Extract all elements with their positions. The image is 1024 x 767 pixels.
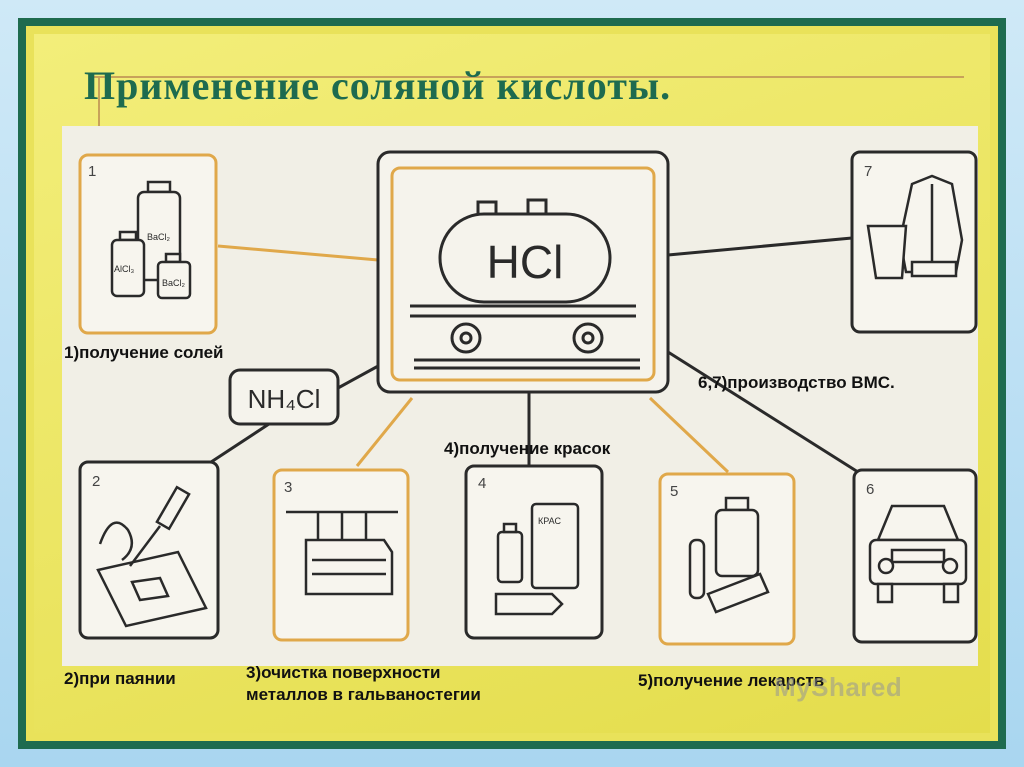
box-4-number: 4 [478, 475, 486, 492]
medicine-icon [688, 496, 770, 614]
box-5: 5 [658, 472, 796, 646]
bottle-label-2: AlCl₃ [114, 264, 135, 274]
box-1-number: 1 [88, 163, 96, 180]
formula-box: NH₄Cl [228, 368, 340, 426]
watermark: MyShared [774, 672, 903, 702]
label-polymers: 6,7)производство ВМС. [698, 373, 895, 392]
title-rule-vertical [98, 76, 100, 156]
box-3: 3 [272, 468, 410, 642]
box-7-number: 7 [864, 163, 872, 180]
label-medicines: 5)получение лекарств [638, 671, 825, 690]
tank-label: HCl [487, 236, 564, 288]
box-5-number: 5 [670, 483, 678, 500]
car-icon [868, 504, 968, 604]
connector-3 [355, 397, 414, 467]
box-6-number: 6 [866, 481, 874, 498]
connector-1 [217, 244, 379, 262]
paint-box-label: КРАС [538, 516, 561, 526]
title-rule [94, 76, 964, 78]
connector-formula [337, 363, 381, 390]
jacket-icon [866, 174, 964, 280]
box-7: 7 [850, 150, 978, 334]
box-2-number: 2 [92, 473, 100, 490]
connector-7 [667, 236, 853, 257]
slide-title: Применение соляной кислоты. [84, 63, 672, 108]
formula-label: NH₄Cl [248, 384, 321, 414]
paint-icon [494, 502, 580, 616]
label-cleaning: 3)очистка поверхности металлов в гальван… [246, 663, 481, 704]
central-box: HCl [376, 150, 670, 394]
connector-6 [667, 350, 859, 474]
bottle-label-3: BaCl₂ [162, 278, 186, 288]
accent-connectors [217, 244, 730, 474]
connector-2 [204, 420, 273, 468]
soldering-iron-icon [96, 485, 208, 628]
bottle-label-1: BaCl₂ [147, 232, 171, 242]
label-salts: 1)получение солей [64, 343, 224, 362]
connectors [204, 236, 859, 474]
label-paints: 4)получение красок [444, 439, 611, 458]
box-6: 6 [852, 468, 978, 644]
box-4: 4 КРАС [464, 464, 604, 640]
box-3-number: 3 [284, 479, 292, 496]
tank-car-icon [410, 198, 640, 370]
label-soldering: 2)при паянии [64, 669, 176, 688]
galvanic-bath-icon [286, 510, 398, 596]
connector-5 [648, 396, 730, 474]
box-1: 1 BaCl₂ AlCl₃ BaCl₂ [78, 153, 218, 335]
bottles-icon [110, 180, 192, 300]
box-2: 2 [78, 460, 220, 640]
